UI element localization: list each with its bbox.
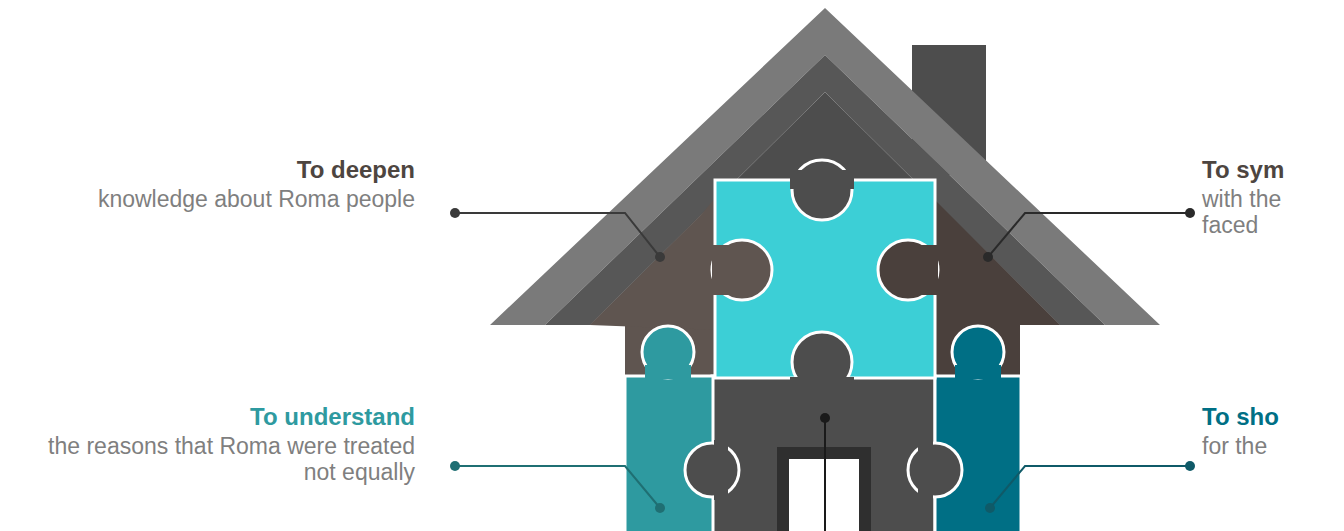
leader-dot — [450, 208, 460, 218]
puzzle-knob-joint — [908, 245, 938, 295]
left-wall-piece — [590, 196, 720, 330]
puzzle-notch-fill — [918, 440, 933, 500]
leader-line — [455, 213, 660, 257]
puzzle-notch — [908, 443, 962, 497]
leader-dot — [1185, 461, 1195, 471]
right-wall-piece — [935, 180, 1060, 378]
leader-dot — [985, 503, 995, 513]
callout-text: the reasons that Roma were treated not e… — [37, 433, 415, 486]
puzzle-knob — [878, 240, 938, 300]
puzzle-notch-fill — [790, 377, 854, 397]
leader-dot — [983, 252, 993, 262]
leader-dot — [1185, 208, 1195, 218]
callout-text: for the — [1202, 433, 1332, 459]
leader-line — [988, 213, 1190, 257]
leader-line — [824, 418, 826, 531]
leader-dot — [655, 252, 665, 262]
puzzle-knob — [642, 326, 694, 378]
puzzle-knob-joint — [645, 365, 691, 379]
puzzle-notch-fill — [790, 170, 854, 189]
puzzle-knob-joint — [955, 365, 1001, 379]
puzzle-knob — [952, 326, 1004, 378]
callout-heading: To understand — [115, 403, 415, 431]
leader-line — [990, 466, 1190, 508]
callout-text: with the faced — [1202, 186, 1314, 239]
leader-dot — [820, 413, 830, 423]
puzzle-notch — [685, 443, 739, 497]
callout-heading: To deepen — [115, 156, 415, 184]
puzzle-knob — [712, 240, 772, 300]
callout-heading: To sym — [1202, 156, 1332, 184]
leader-line — [455, 466, 660, 508]
leader-dot — [655, 503, 665, 513]
puzzle-notch — [792, 160, 852, 220]
leader-dot — [450, 461, 460, 471]
callout-heading: To sho — [1202, 403, 1332, 431]
puzzle-notch-fill — [714, 440, 728, 500]
puzzle-knob-joint — [712, 245, 742, 295]
callout-text: knowledge about Roma people — [15, 186, 415, 212]
